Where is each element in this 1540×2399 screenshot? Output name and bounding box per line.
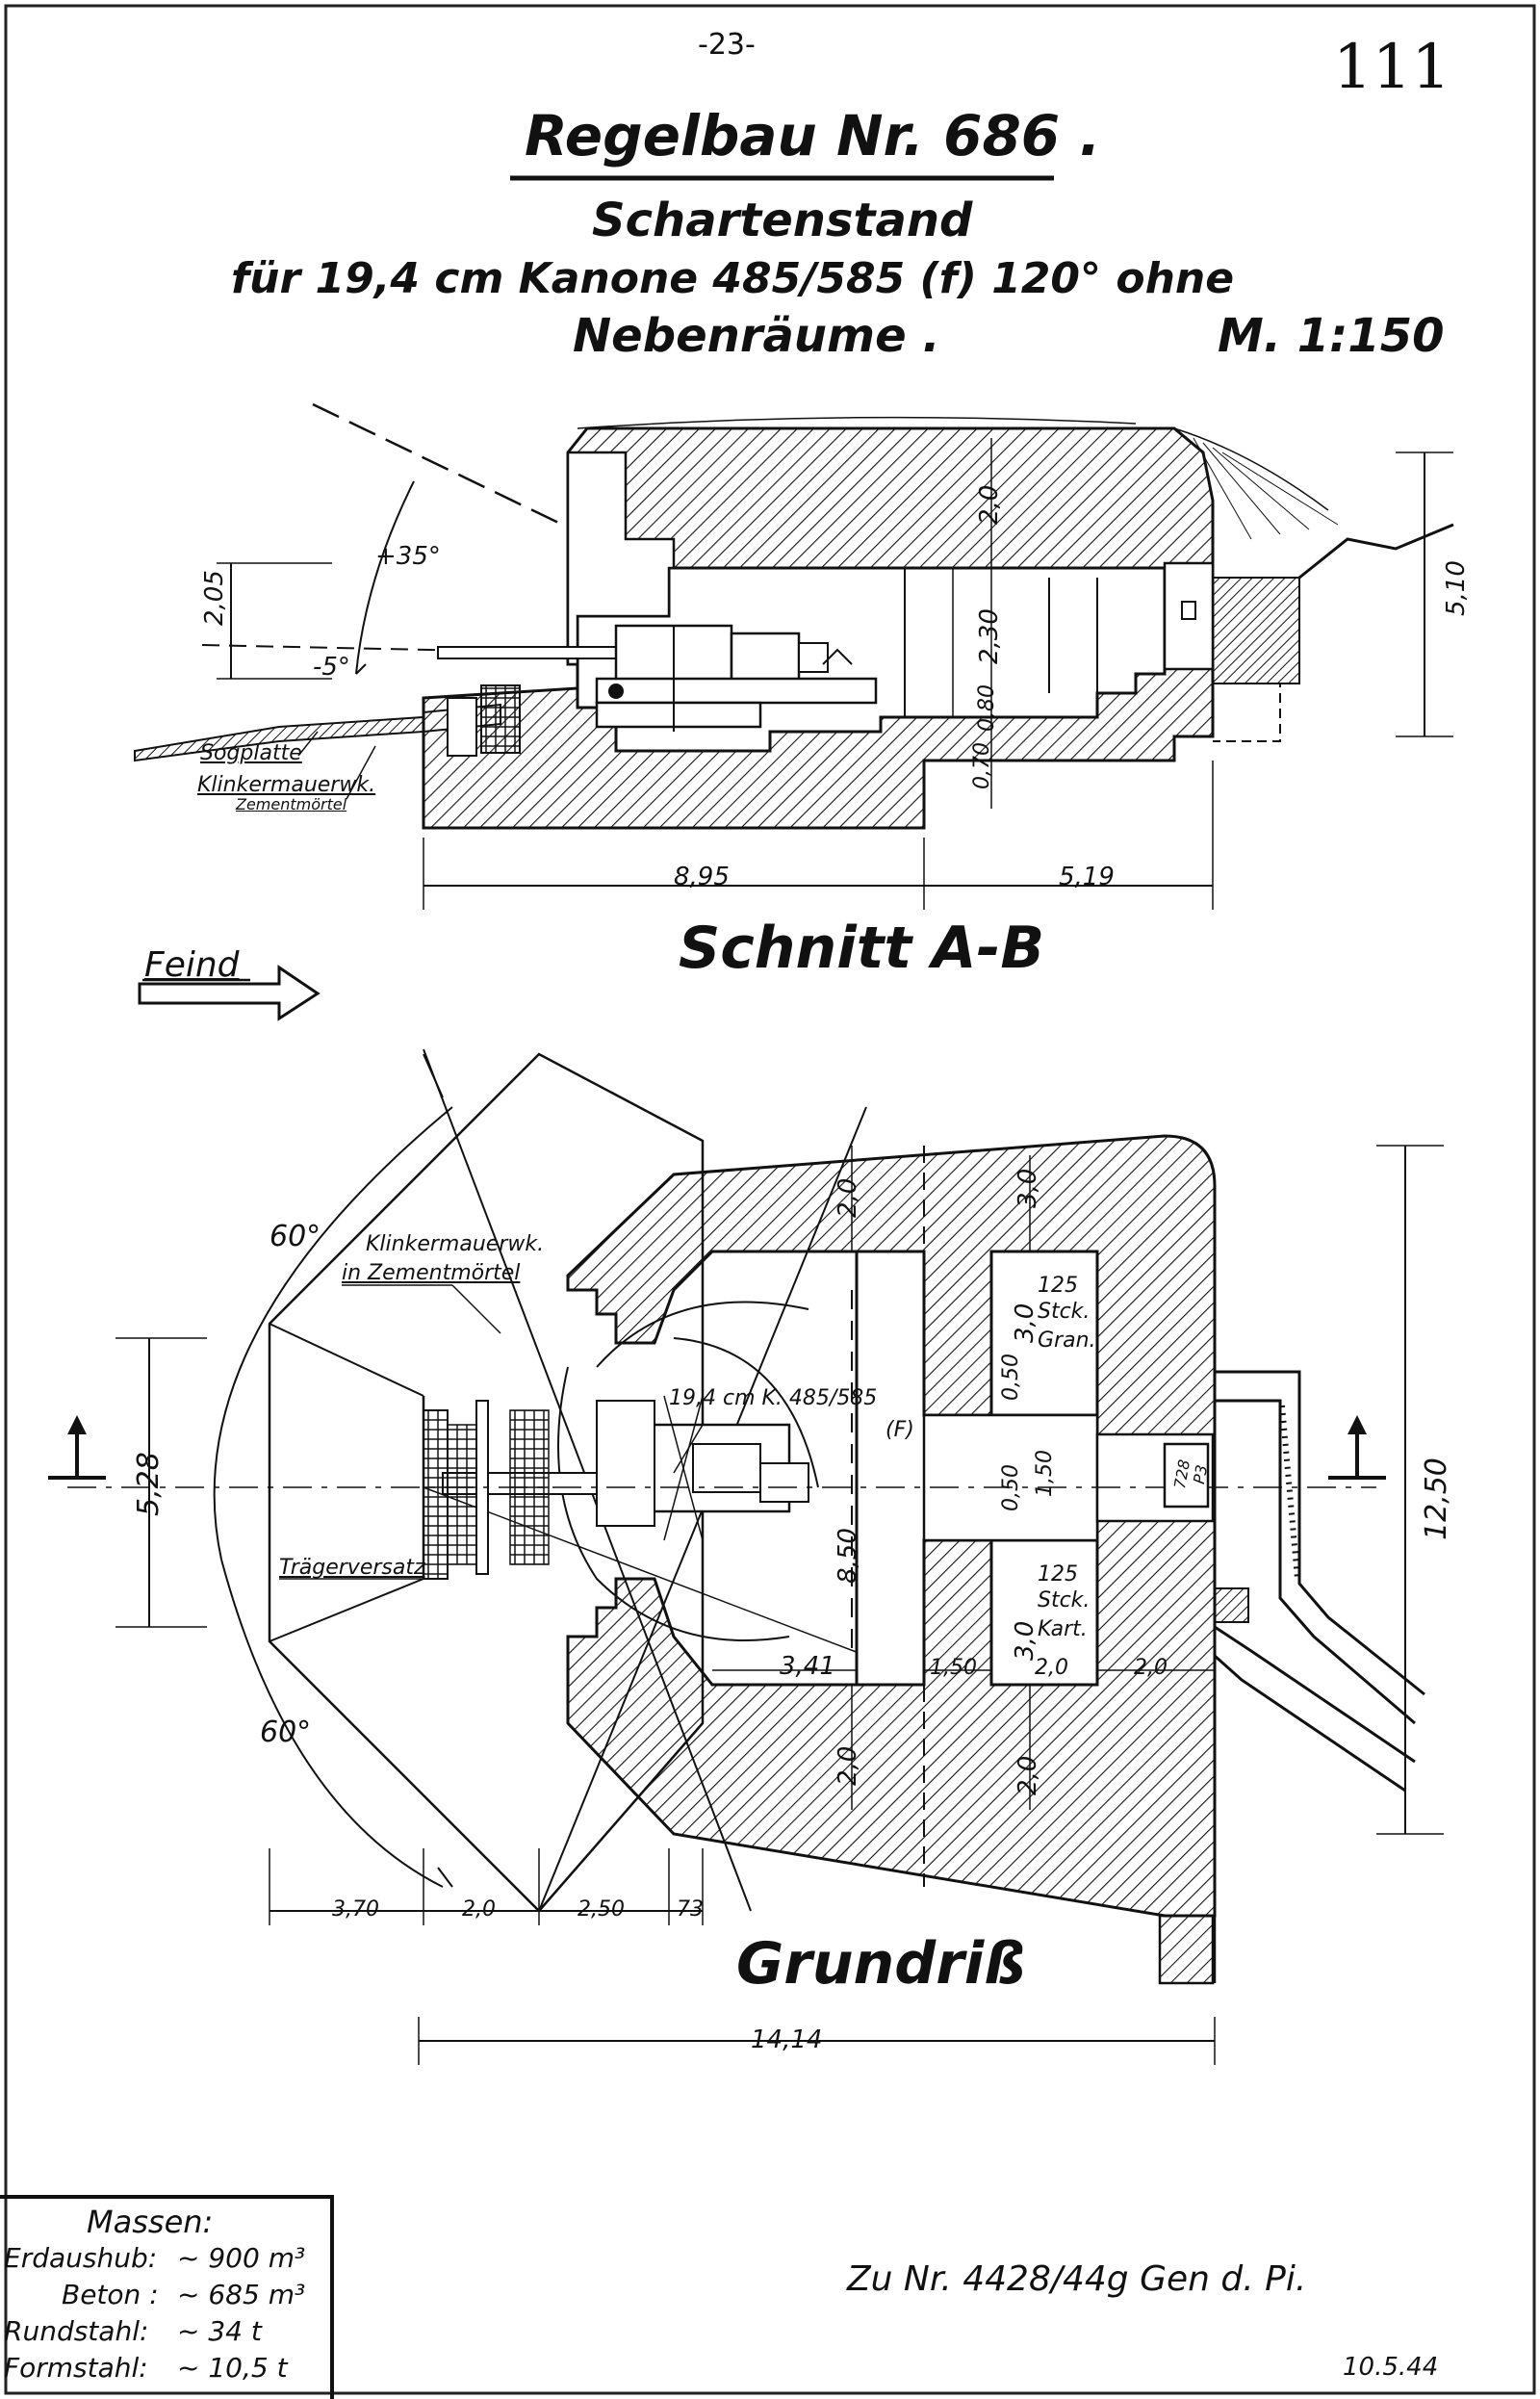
section-dim-base: 0,70 [970,742,994,789]
section-dim-roof: 2,0 [975,484,1004,525]
plan-dim-0-50-b: 0,50 [999,1464,1023,1511]
plan-dim-wall-top: 2,0 [834,1177,862,1218]
section-angle-down: -5° [313,653,350,682]
plan-dim-b-4: 73 [677,1897,704,1922]
room-top-count: 125 [1038,1274,1078,1298]
room-bottom-type: Kart. [1038,1617,1088,1641]
massen-row: Formstahl: ~ 10,5 t [4,2355,321,2391]
plan-angle-top: 60° [270,1220,321,1253]
massen-row-value: ~ 34 t [177,2315,262,2347]
plan-dim-wall-top-right: 3,0 [1014,1168,1042,1208]
massen-heading: Massen: [87,2204,214,2240]
room-top-unit: Stck. [1038,1300,1091,1324]
label-gun-1: 19,4 cm K. 485/585 [669,1386,878,1410]
label-klinker-plan-1: Klinkermauerwk. [366,1232,545,1256]
section-dim-total-height: 5,10 [1442,560,1471,616]
door-label-2: P3 [1190,1463,1212,1485]
massen-row-label: Formstahl: [4,2352,148,2384]
page-number: -23- [698,28,756,62]
plan-dim-3-41: 3,41 [780,1652,835,1681]
room-top-type: Gran. [1038,1328,1096,1353]
massen-row-label: Erdaushub: [4,2242,158,2274]
plan-dim-12-50: 12,50 [1420,1457,1453,1540]
plan-dim-wall-bottom: 2,0 [834,1745,862,1786]
plan-dim-8-50: 8,50 [834,1528,862,1584]
massen-row: Erdaushub: ~ 900 m³ [4,2245,321,2282]
drawing-title: Regelbau Nr. 686 . [525,103,1101,168]
label-sogplatte: Sogplatte [200,741,302,765]
reference-number: Zu Nr. 4428/44g Gen d. Pi. [847,2259,1307,2299]
massen-row-value: ~ 900 m³ [177,2242,306,2274]
plan-dim-1-50-v: 1,50 [1033,1450,1057,1497]
section-dim-len-b: 5,19 [1059,863,1115,891]
sheet-number: 111 [1333,32,1451,103]
plan-dim-b-1: 3,70 [332,1897,379,1922]
plan-dim-0-50-a: 0,50 [999,1354,1023,1401]
label-traegerversatz: Trägerversatz [279,1556,425,1580]
label-klinker-section-1: Klinkermauerwk. [197,773,376,797]
section-title: Schnitt A-B [679,915,1045,982]
subtitle-line-1: Schartenstand [592,193,973,247]
label-klinker-section-2: Zementmörtel [236,795,347,813]
massen-row-label: Rundstahl: [4,2315,149,2347]
section-marker-left [48,1415,106,1480]
plan-dim-5-28: 5,28 [132,1452,166,1516]
section-view [134,402,1454,910]
section-dim-2-05: 2,05 [200,570,229,626]
plan-view [48,1048,1444,2065]
section-angle-up: +35° [375,542,441,571]
massen-row-value: ~ 10,5 t [177,2352,288,2384]
subtitle-line-3: Nebenräume . [573,309,940,363]
plan-dim-3-0-b: 3,0 [1011,1620,1040,1661]
plan-dim-2-0-a: 2,0 [1035,1656,1068,1680]
room-bottom-count: 125 [1038,1562,1078,1586]
massen-row-label: Beton : [62,2279,159,2310]
section-dim-room-height: 2,30 [975,608,1004,664]
massen-row-value: ~ 685 m³ [177,2279,306,2310]
plan-dim-b-2: 2,0 [462,1897,496,1922]
plan-dim-1-50-h: 1,50 [930,1656,977,1680]
section-gun [437,624,878,732]
plan-dim-b-3: 2,50 [578,1897,625,1922]
massen-row: Rundstahl: ~ 34 t [4,2318,321,2355]
page-frame [4,4,1536,2395]
plan-dim-total-length: 14,14 [751,2025,823,2054]
section-marker-right [1328,1415,1386,1480]
plan-title: Grundriß [736,1930,1026,1998]
plan-gun [442,1395,809,1541]
feind-label: Feind [144,945,240,985]
section-dim-len-a: 8,95 [674,863,730,891]
plan-dim-3-0-a: 3,0 [1011,1303,1040,1343]
room-bottom-unit: Stck. [1038,1588,1091,1612]
plan-dim-wall-bottom-right: 2,0 [1014,1755,1042,1795]
massen-table: Erdaushub: ~ 900 m³ Beton : ~ 685 m³ Run… [4,2245,321,2391]
massen-row: Beton : ~ 685 m³ [4,2282,321,2318]
feind-arrow [138,965,321,1021]
plan-angle-bottom: 60° [260,1715,312,1749]
massen-box-frame [0,2195,334,2399]
date-signature: 10.5.44 [1343,2353,1439,2382]
plan-dim-2-0-b: 2,0 [1134,1656,1168,1680]
subtitle-line-2: für 19,4 cm Kanone 485/585 (f) 120° ohne [231,254,1235,303]
label-gun-2: (F) [886,1418,914,1442]
drawing-scale: M. 1:150 [1218,309,1445,363]
label-klinker-plan-2: in Zementmörtel [342,1261,521,1285]
section-dim-floor: 0,80 [975,684,999,732]
